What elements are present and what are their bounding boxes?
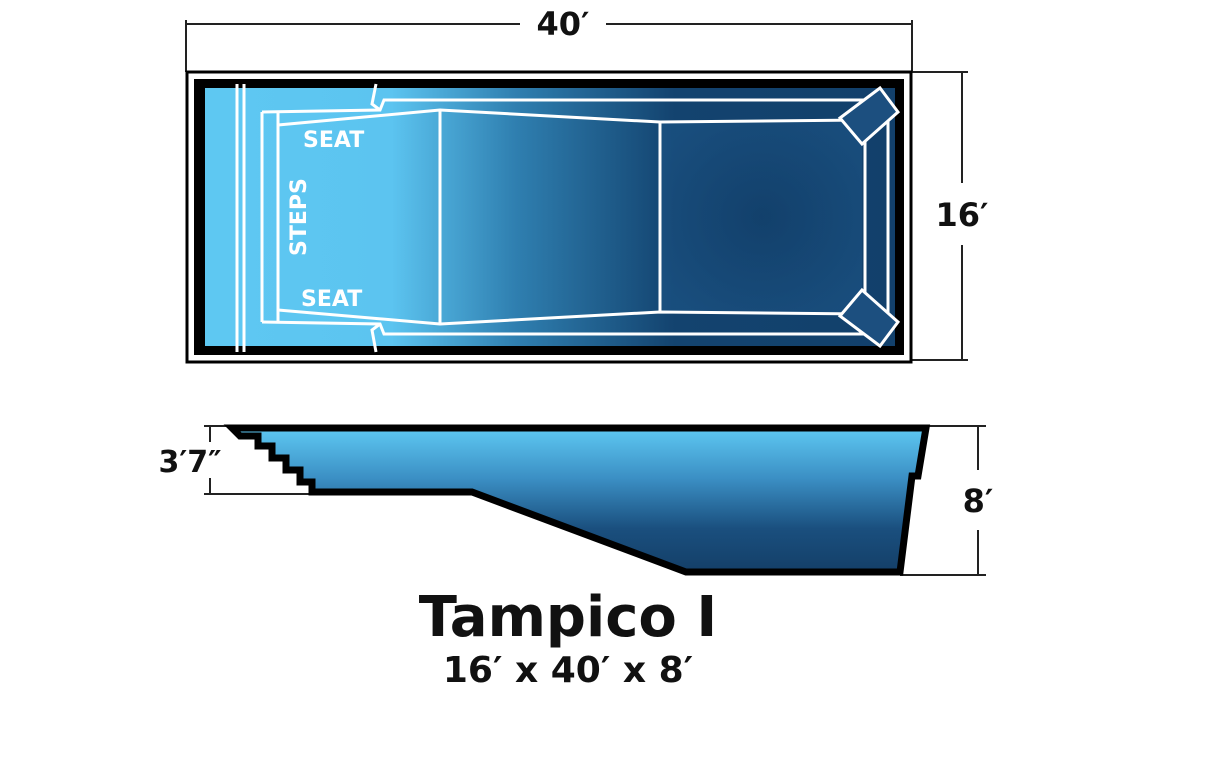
- seat-bottom-label: SEAT: [301, 287, 362, 312]
- section-water: [223, 424, 931, 576]
- plan-view: 40′ 16′: [185, 5, 989, 364]
- model-dimensions: 16′ x 40′ x 8′: [443, 650, 693, 691]
- title-block: Tampico I 16′ x 40′ x 8′: [419, 585, 717, 691]
- width-label: 16′: [936, 196, 989, 234]
- deep-depth-label: 8′: [963, 482, 994, 520]
- shallow-depth-label: 3′7″: [158, 445, 221, 480]
- length-dimension: 40′: [185, 5, 913, 72]
- deep-end-corner-ledges: [837, 85, 901, 349]
- seat-top-label: SEAT: [303, 128, 364, 153]
- deep-depth-dimension: 8′: [900, 425, 994, 576]
- length-label: 40′: [537, 5, 590, 43]
- steps-label: STEPS: [287, 178, 312, 256]
- deep-end-area: [662, 122, 862, 312]
- section-view: 3′7″ 8′: [158, 424, 994, 576]
- shallow-depth-dimension: 3′7″: [158, 425, 316, 495]
- bottom-right-ledge: [837, 287, 901, 349]
- width-dimension: 16′: [912, 71, 989, 361]
- top-right-ledge: [837, 85, 901, 147]
- model-name: Tampico I: [419, 585, 717, 650]
